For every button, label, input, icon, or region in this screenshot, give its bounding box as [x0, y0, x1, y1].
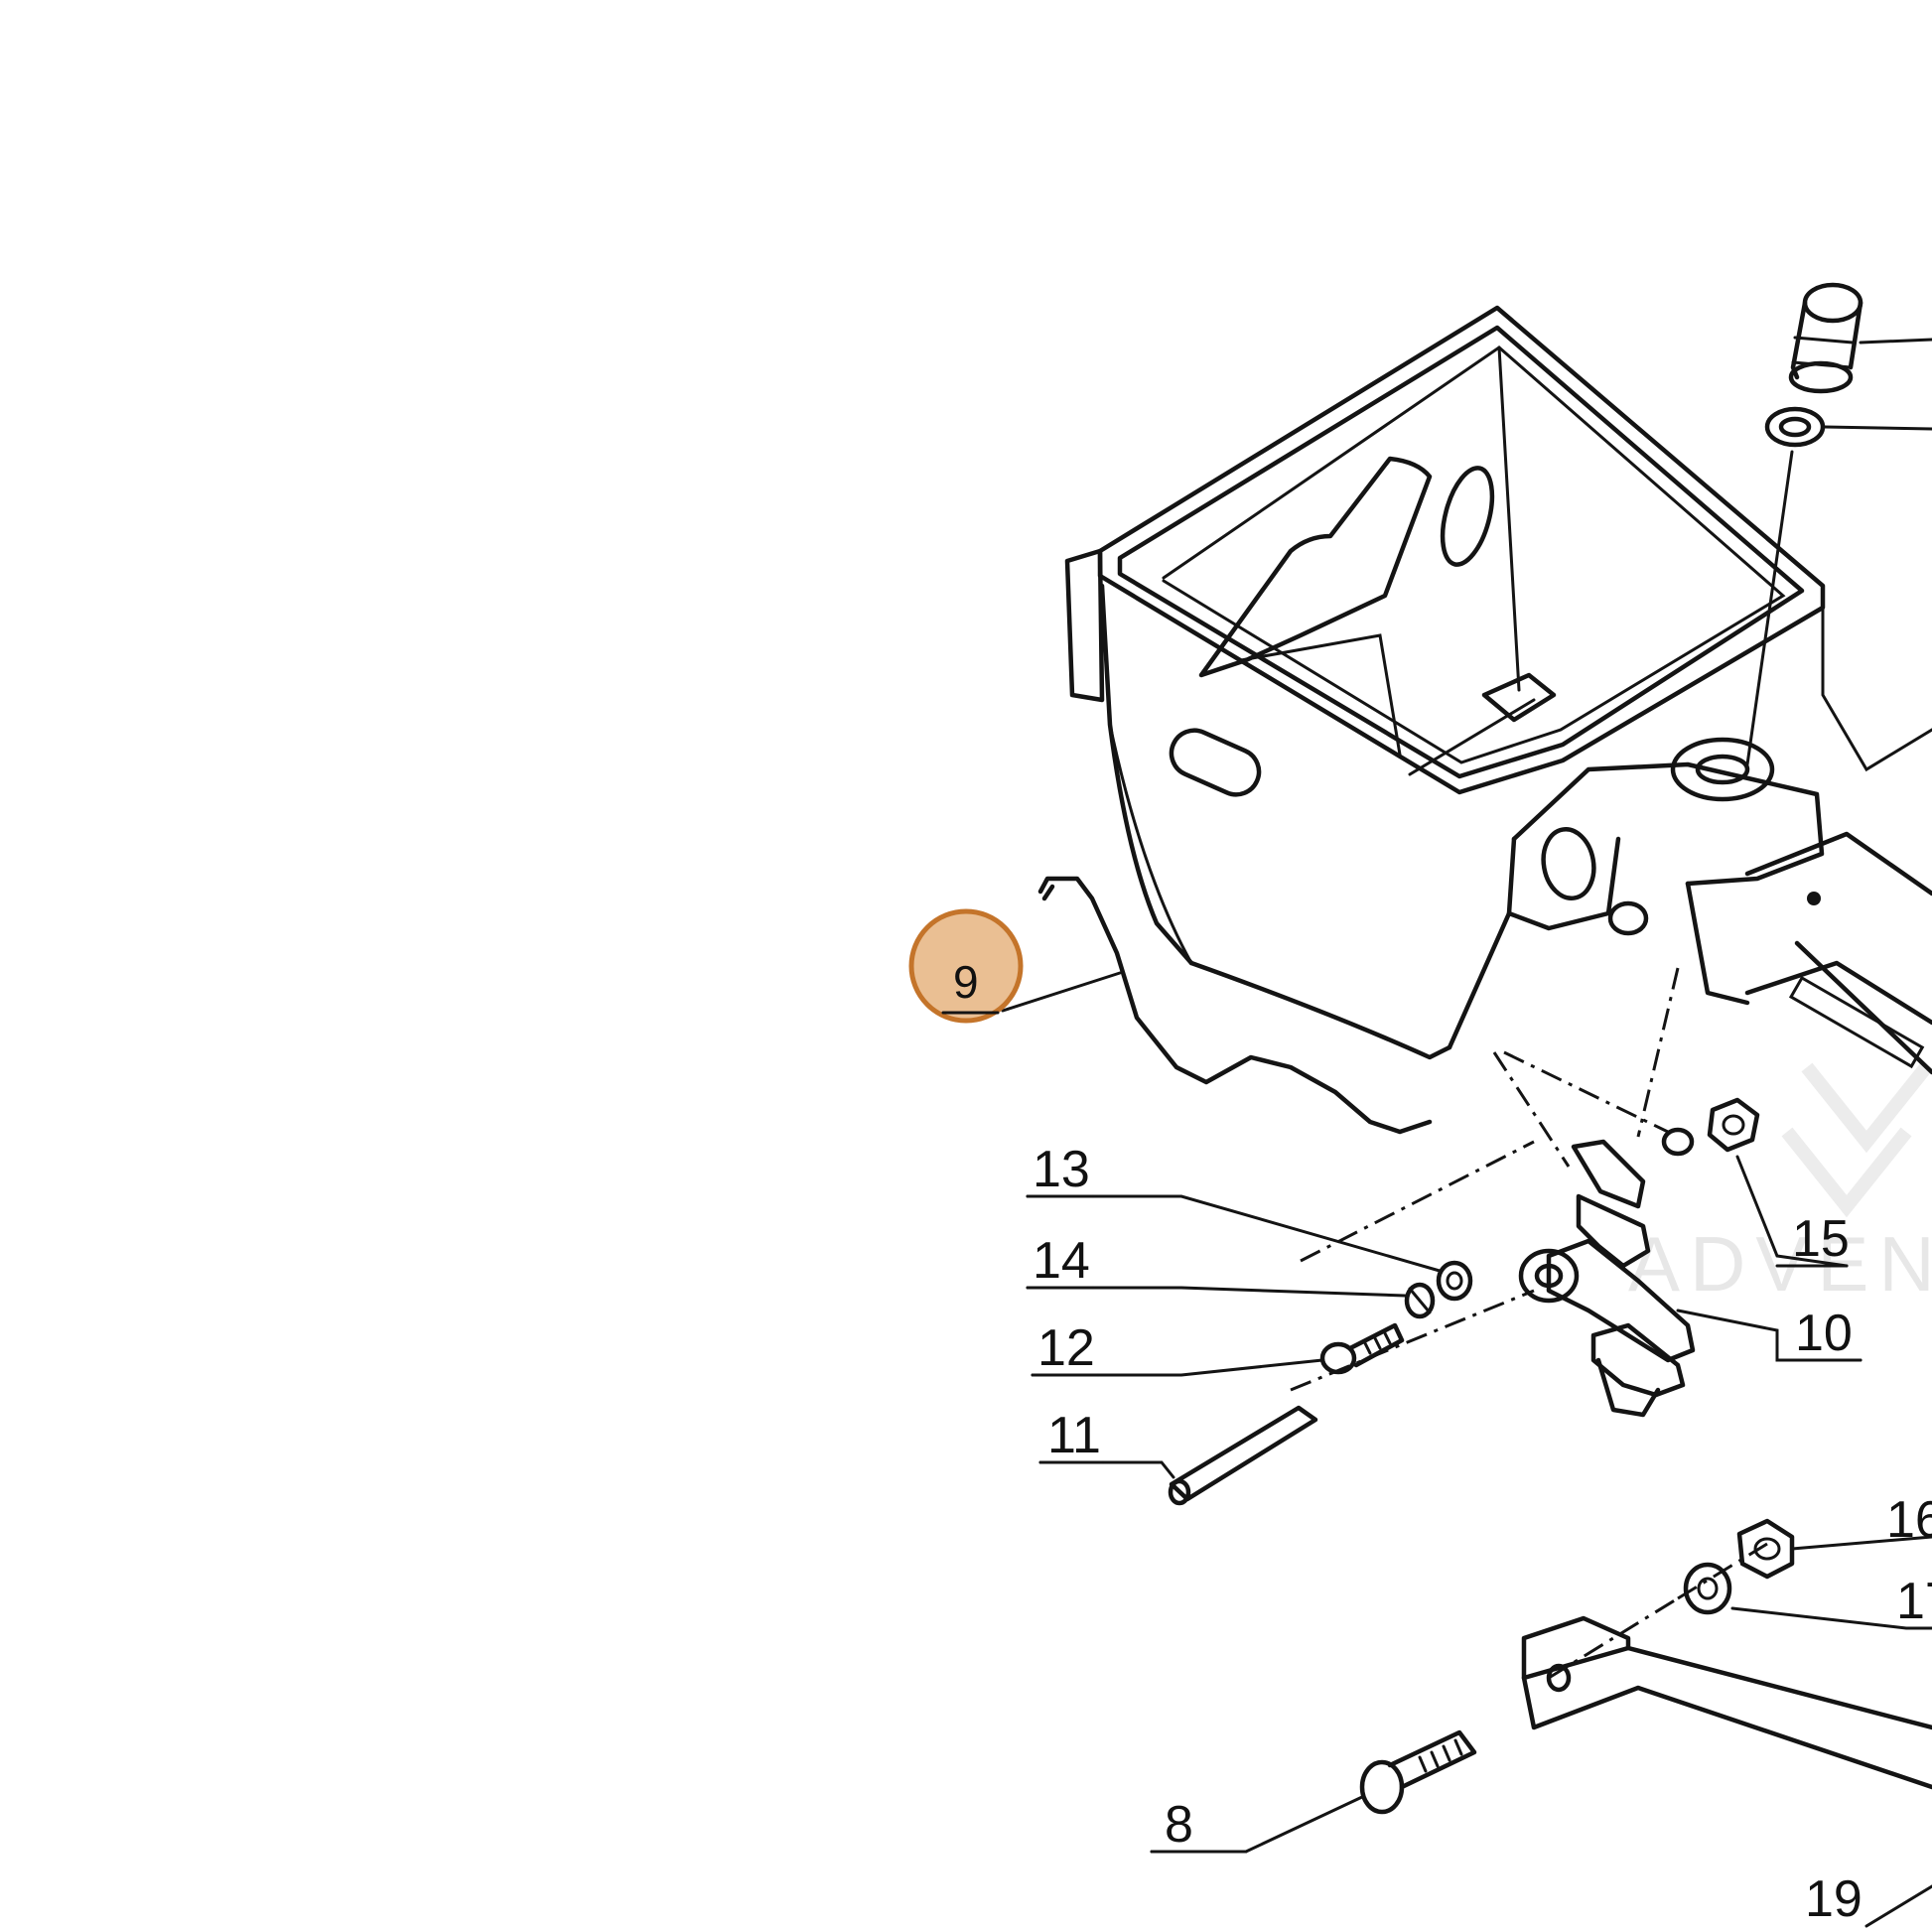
leader-19: [1864, 1884, 1932, 1928]
centerline-stud: [1503, 1050, 1669, 1134]
centerline-lever: [1492, 1051, 1571, 1168]
centerline-axle: [1290, 1289, 1535, 1392]
callout-9-highlight[interactable]: [908, 908, 1024, 1024]
callout-17[interactable]: 17: [1896, 1573, 1932, 1630]
nut-14: [1404, 1282, 1436, 1319]
centerline-bolt: [1636, 967, 1680, 1138]
callout-label-8: 8: [1165, 1796, 1193, 1854]
leader-17: [1730, 1606, 1932, 1630]
callout-14[interactable]: 14: [1026, 1232, 1094, 1290]
callout-label-14: 14: [1033, 1232, 1090, 1290]
callout-label-16: 16: [1886, 1491, 1932, 1549]
callout-label-13: 13: [1033, 1141, 1090, 1198]
callout-10[interactable]: 10: [1775, 1305, 1863, 1362]
leader-15: [1735, 1155, 1849, 1268]
callout-label-10: 10: [1795, 1305, 1853, 1362]
callout-12[interactable]: 12: [1031, 1319, 1099, 1377]
callout-13[interactable]: 13: [1026, 1141, 1094, 1198]
callout-16[interactable]: 16: [1886, 1491, 1932, 1549]
wire-rod-9: [1037, 876, 1433, 1135]
callout-label-19: 19: [1805, 1870, 1863, 1928]
callout-8[interactable]: 8: [1150, 1796, 1248, 1854]
callout-label-17: 17: [1896, 1573, 1932, 1630]
pin-11: [1168, 1405, 1318, 1506]
nut-15: [1661, 1097, 1760, 1157]
callout-label-12: 12: [1037, 1319, 1095, 1377]
stud-8: [1359, 1729, 1477, 1815]
callout-label-9: 9: [953, 956, 979, 1008]
leader-16: [1790, 1535, 1932, 1551]
centerline-lower: [1548, 1596, 1679, 1680]
leader-11: [1038, 1460, 1175, 1479]
filler-cap: [1788, 282, 1932, 394]
washer-17: [1683, 1562, 1732, 1615]
lever-10: [1518, 1139, 1696, 1418]
callout-15[interactable]: 15: [1775, 1210, 1850, 1268]
callout-9[interactable]: 9: [941, 956, 1000, 1015]
centerline-pin: [1300, 1140, 1535, 1263]
callout-19[interactable]: 19: [1805, 1870, 1863, 1928]
oil-tank-housing: [1064, 305, 1932, 1075]
filler-washer: [1745, 406, 1932, 766]
watermark-text: ADVEN: [1628, 1220, 1932, 1308]
leader-9: [1001, 971, 1122, 1013]
nut-16: [1736, 1518, 1795, 1580]
arm-19: [1521, 1615, 1932, 1790]
washer-13: [1436, 1260, 1473, 1302]
bolt-12: [1319, 1322, 1405, 1375]
watermark-logo: [1781, 1062, 1932, 1218]
callout-label-11: 11: [1047, 1407, 1101, 1464]
callout-11[interactable]: 11: [1038, 1407, 1104, 1464]
callout-label-15: 15: [1792, 1210, 1850, 1268]
